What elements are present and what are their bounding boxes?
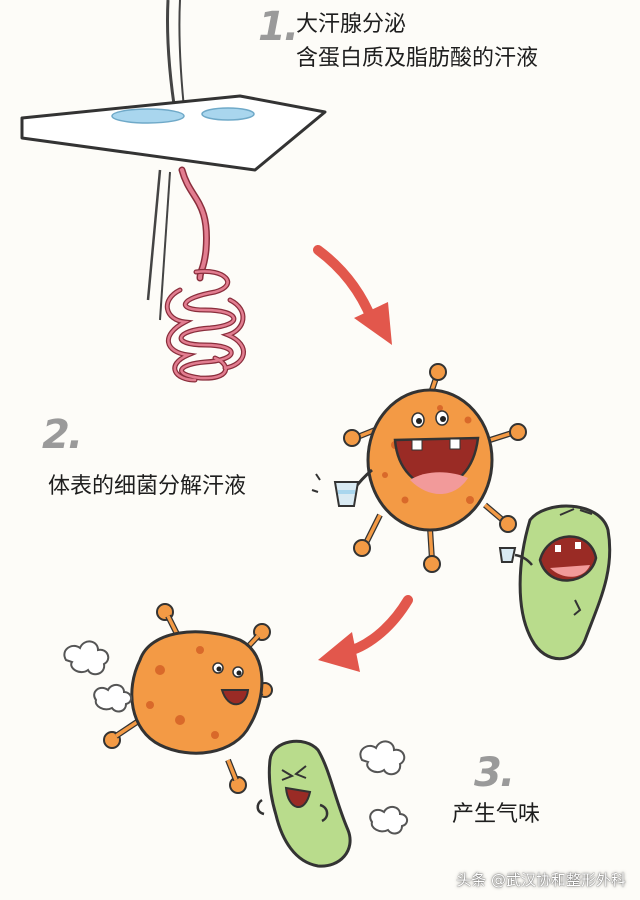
step-number-3: 3.: [474, 750, 515, 796]
bacteria-green: [498, 504, 612, 661]
arrow-icon: [313, 245, 392, 345]
bacteria-orange: [103, 603, 273, 794]
step-number-1: 1.: [258, 4, 299, 50]
step-1-caption: 大汗腺分泌 含蛋白质及脂肪酸的汗液: [296, 8, 538, 76]
arrow-icon: [318, 595, 413, 672]
step-2-line-1: 体表的细菌分解汗液: [48, 474, 247, 499]
bacteria-green: [256, 739, 352, 868]
stink-cloud-icon: [63, 640, 132, 713]
step-3-caption: 产生气味: [452, 798, 540, 832]
sweat-puddle-icon: [111, 108, 185, 124]
step-1-line-2: 含蛋白质及脂肪酸的汗液: [296, 46, 539, 71]
watermark: 头条 @武汉协和整形外科: [456, 871, 626, 889]
sweat-puddle-icon: [201, 107, 255, 121]
step-number-2: 2.: [42, 412, 83, 458]
sweat-gland-illustration: [20, 0, 327, 383]
step-2-caption: 体表的细菌分解汗液: [48, 470, 246, 504]
stink-cloud-icon: [359, 740, 408, 835]
step-3-line-1: 产生气味: [452, 802, 541, 827]
bacteria-orange: [311, 363, 527, 573]
step-1-line-1: 大汗腺分泌: [296, 12, 407, 37]
